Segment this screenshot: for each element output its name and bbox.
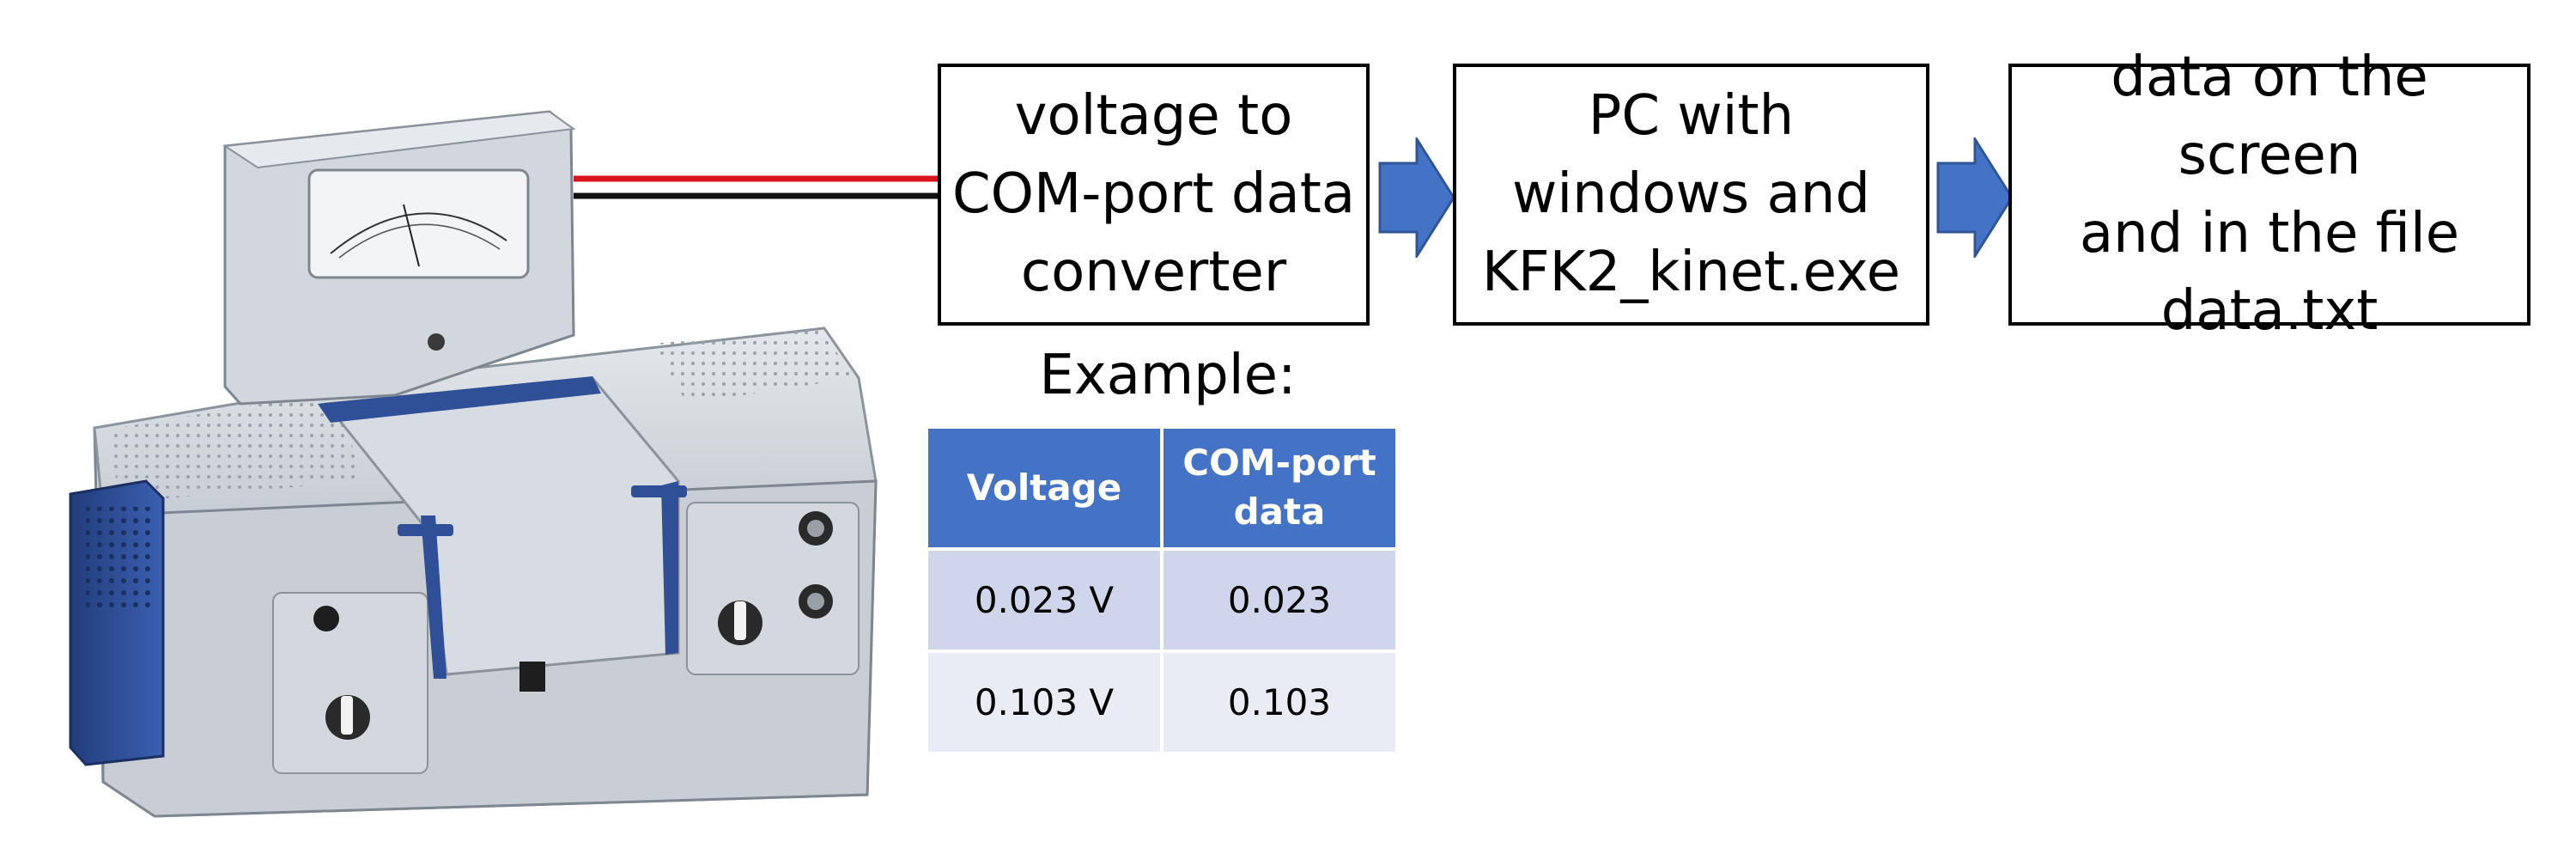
table-row: 0.103 V 0.103 (928, 653, 1395, 752)
example-label: Example: (1039, 344, 1297, 407)
table-cell-voltage: 0.023 V (928, 551, 1160, 650)
pc-box: PC with windows and KFK2_kinet.exe (1453, 64, 1929, 326)
header-voltage: Voltage (928, 429, 1160, 547)
converter-box-label: voltage to COM-port data converter (951, 84, 1356, 304)
data-output-box-label: data on the screen and in the file data.… (2079, 45, 2460, 344)
table-row: 0.023 V 0.023 (928, 551, 1395, 650)
table-cell-voltage: 0.103 V (928, 653, 1160, 752)
header-com-port-data: COM-port data (1163, 429, 1395, 547)
right-arrow-icon (1378, 137, 1455, 258)
table-cell-com-port-data: 0.103 (1163, 653, 1395, 752)
pc-box-label: PC with windows and KFK2_kinet.exe (1481, 84, 1901, 304)
right-arrow-icon (1936, 137, 2014, 258)
example-table: Voltage COM-port data 0.023 V 0.023 0.10… (925, 425, 1399, 755)
table-header-row: Voltage COM-port data (928, 429, 1395, 547)
table-cell-com-port-data: 0.023 (1163, 551, 1395, 650)
converter-box: voltage to COM-port data converter (938, 64, 1370, 326)
photometer-device-image (69, 110, 941, 818)
data-output-box: data on the screen and in the file data.… (2008, 46, 2530, 343)
